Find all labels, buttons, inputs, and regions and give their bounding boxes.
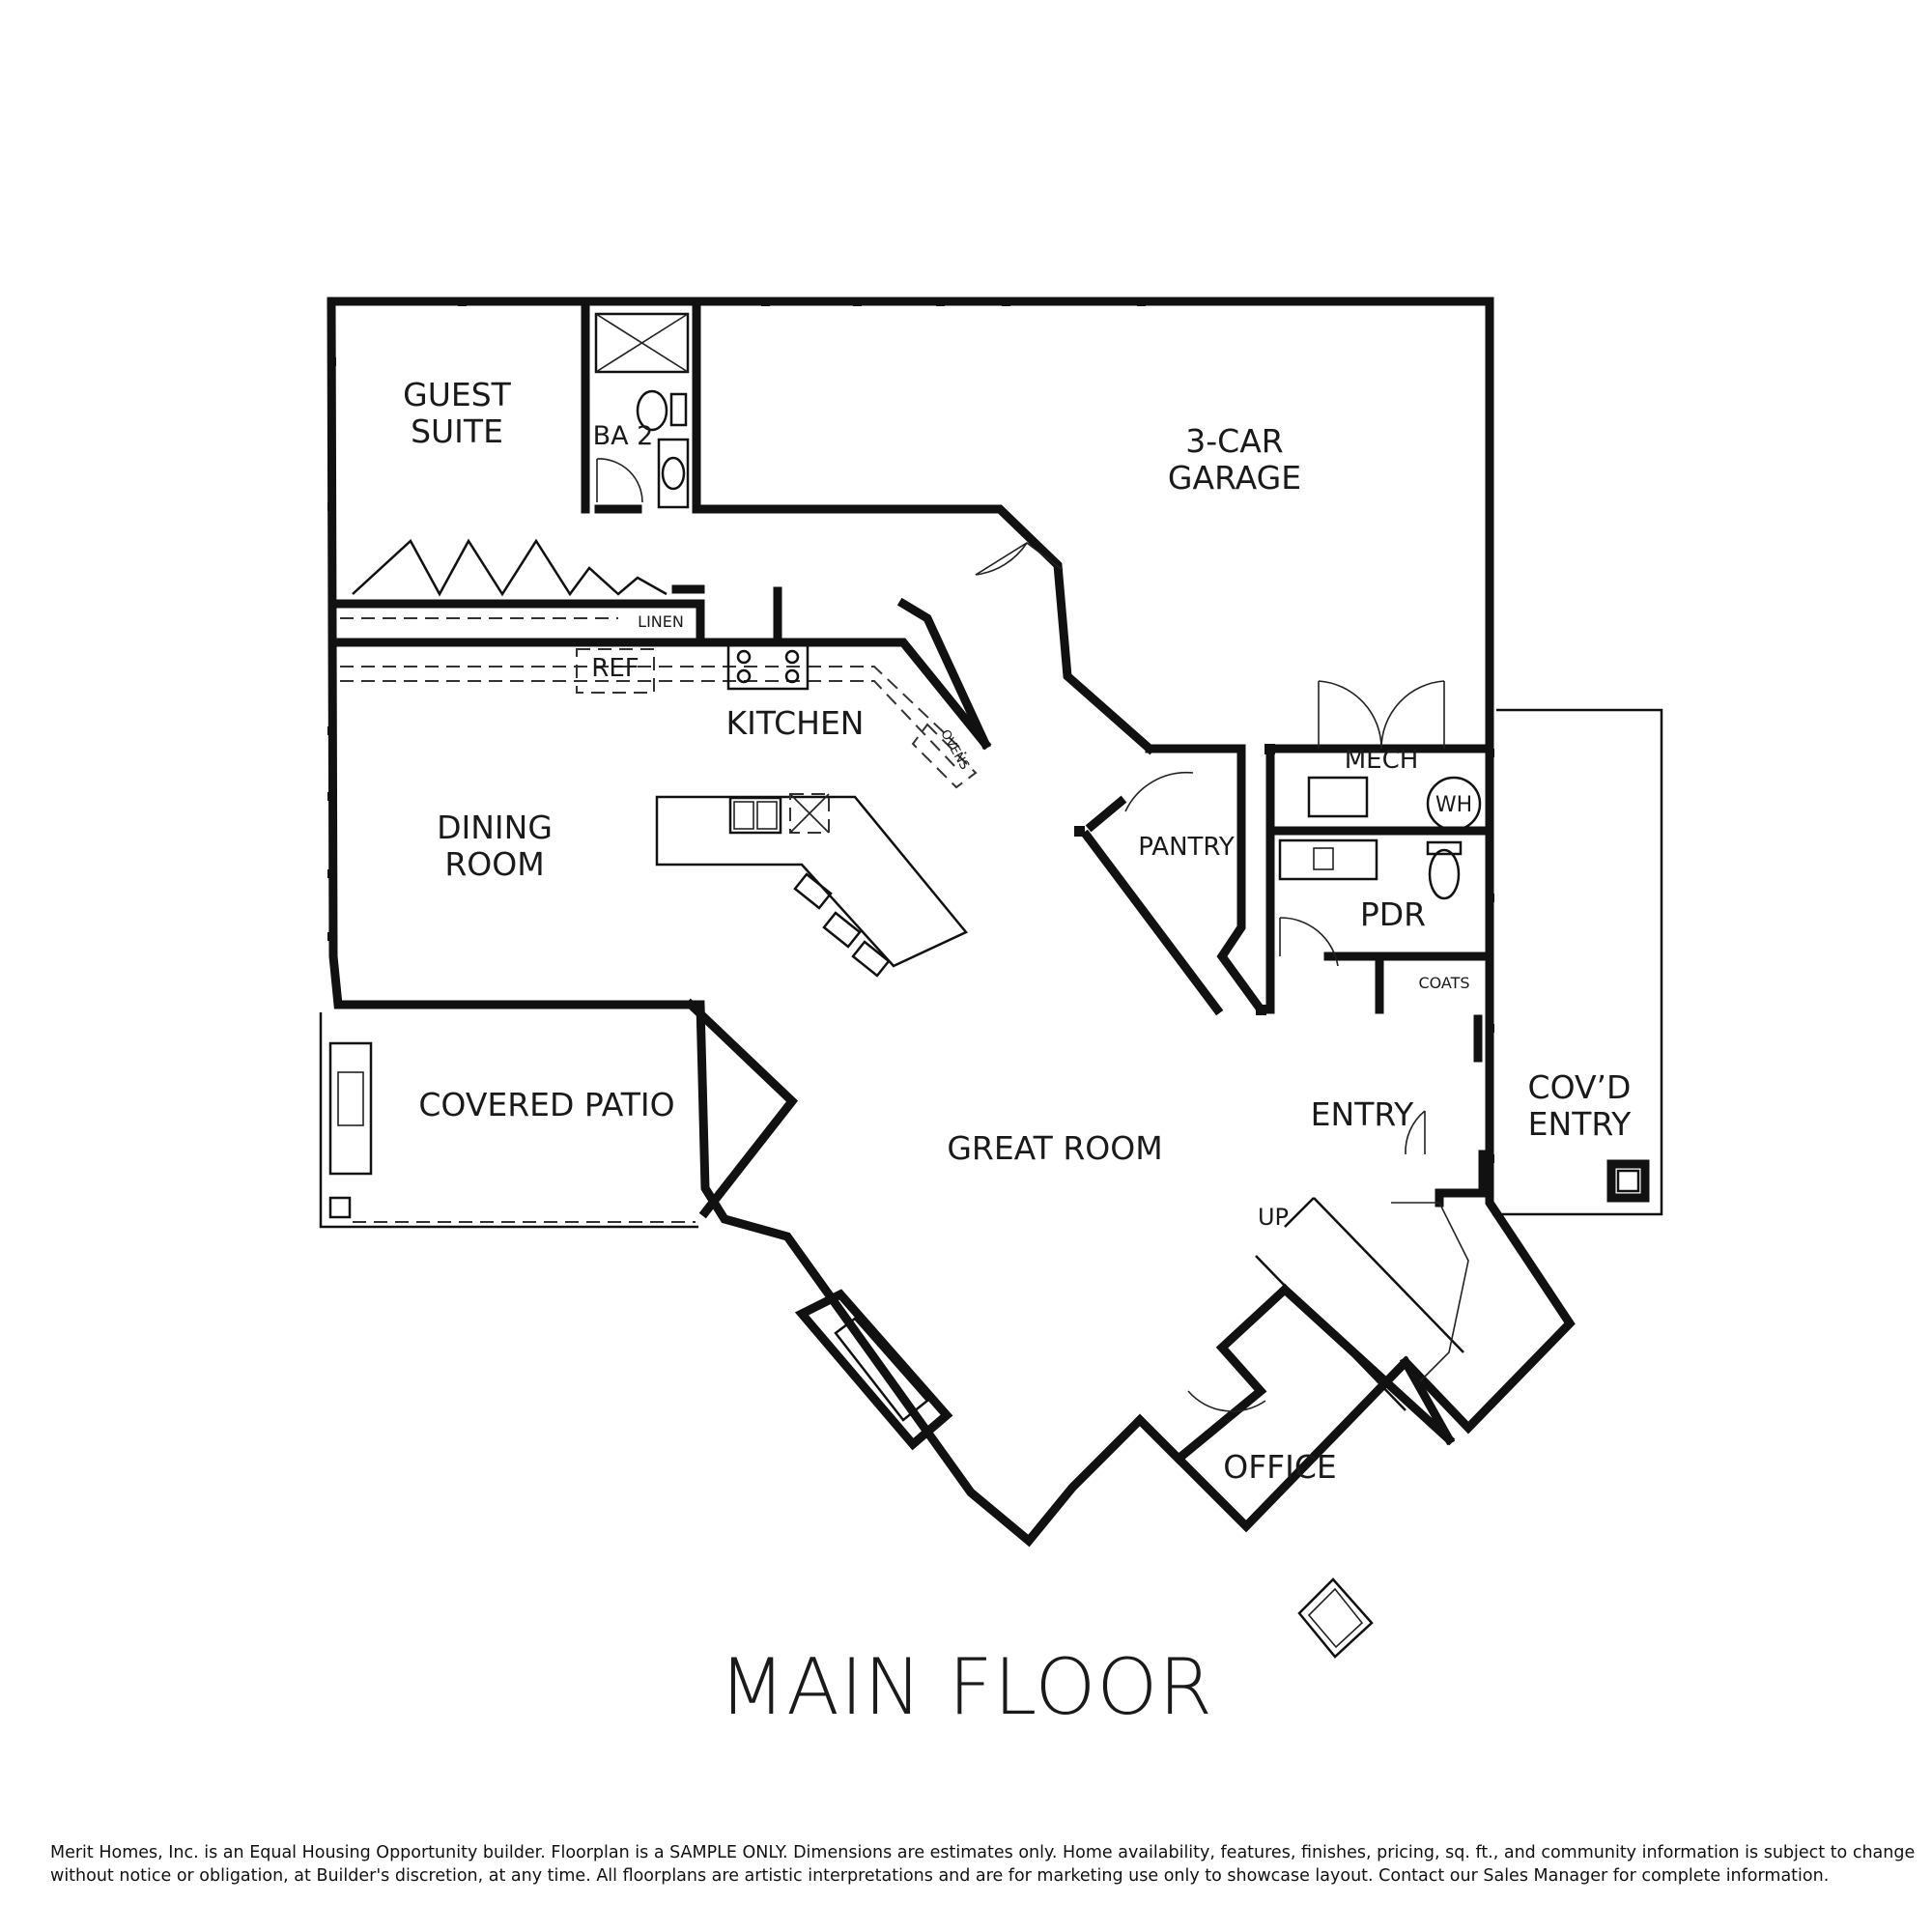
plan-title: MAIN FLOOR bbox=[719, 1642, 1213, 1732]
label-coats: COATS bbox=[1418, 974, 1469, 992]
label-dining-room-2: ROOM bbox=[444, 845, 544, 883]
label-ref: REF bbox=[591, 654, 639, 683]
label-great-room: GREAT ROOM bbox=[947, 1129, 1162, 1167]
doors bbox=[596, 458, 1445, 1412]
label-garage-2: GARAGE bbox=[1168, 459, 1301, 497]
label-linen: LINEN bbox=[638, 612, 684, 631]
label-entry: ENTRY bbox=[1311, 1095, 1415, 1133]
window-posts bbox=[327, 298, 1494, 1163]
label-garage-1: 3-CAR bbox=[1185, 422, 1283, 460]
label-covd-entry-1: COV’D bbox=[1528, 1068, 1632, 1106]
interior-walls bbox=[333, 297, 1494, 1465]
label-mech: MECH bbox=[1345, 746, 1419, 775]
label-wh: WH bbox=[1435, 793, 1472, 817]
label-covd-entry-2: ENTRY bbox=[1528, 1105, 1633, 1143]
exterior-walls bbox=[319, 297, 1663, 1548]
room-labels: GUEST SUITE BA 2 3-CAR GARAGE LINEN REF … bbox=[403, 376, 1632, 1486]
label-ba2: BA 2 bbox=[593, 421, 654, 451]
label-guest-suite-1: GUEST bbox=[403, 376, 512, 413]
patio-details bbox=[328, 1041, 1650, 1659]
label-guest-suite-2: SUITE bbox=[411, 412, 503, 450]
label-pdr: PDR bbox=[1360, 895, 1426, 933]
disclaimer-text: Merit Homes, Inc. is an Equal Housing Op… bbox=[50, 1841, 1916, 1888]
label-office: OFFICE bbox=[1223, 1448, 1337, 1486]
label-up: UP bbox=[1258, 1204, 1289, 1231]
label-kitchen: KITCHEN bbox=[726, 704, 865, 742]
disclaimer-line-2: without notice or obligation, at Builder… bbox=[50, 1866, 1830, 1886]
bath-fixtures bbox=[594, 312, 1482, 900]
kitchen-fixtures bbox=[340, 643, 978, 978]
closet-doors bbox=[340, 538, 668, 619]
label-dining-room-1: DINING bbox=[437, 809, 553, 846]
label-covered-patio: COVERED PATIO bbox=[418, 1086, 674, 1123]
label-pantry: PANTRY bbox=[1138, 833, 1235, 862]
disclaimer-line-1: Merit Homes, Inc. is an Equal Housing Op… bbox=[50, 1843, 1916, 1862]
